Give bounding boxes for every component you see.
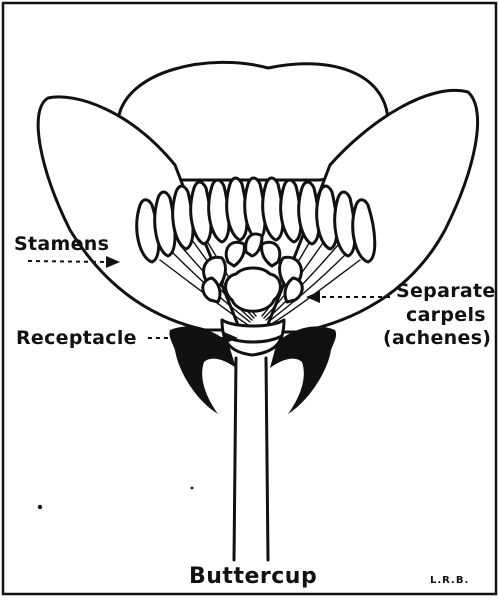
carpels-label-line2: carpels [406, 304, 486, 326]
ink-speck [191, 487, 194, 490]
stamens-label: Stamens [14, 233, 109, 255]
carpels-label-line1: Separate [396, 280, 496, 302]
figure-caption: Buttercup [189, 564, 317, 589]
carpels [203, 234, 303, 311]
carpels-label-line3: (achenes) [383, 327, 491, 349]
ink-speck [38, 505, 42, 509]
receptacle-label: Receptacle [16, 327, 137, 349]
artist-initials: L.R.B. [430, 575, 469, 586]
stalk [234, 358, 236, 560]
